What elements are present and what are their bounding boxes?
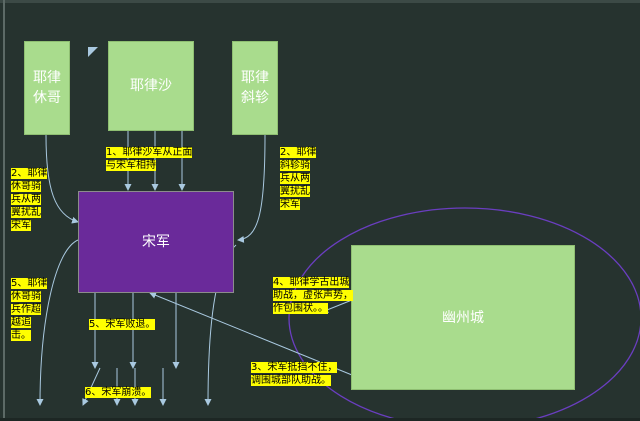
corner-triangle-icon — [88, 47, 98, 57]
arrow-xiuge-pursuit — [36, 239, 79, 406]
siege-ellipse — [288, 207, 640, 421]
annotation-2-xiezhen-flank: 2、耶律 斜轸骑 兵从两 翼扰乱 宋军 — [280, 147, 317, 210]
annotation-4-xuegu-sortie: 4、耶律学古出城 助战，虚张声势， 作包围状。。 — [273, 277, 353, 314]
yelv-sha-box: 耶律沙 — [108, 41, 194, 131]
arrow-xiezhen-flank — [237, 134, 266, 243]
yelv-xiuge-box: 耶律 休哥 — [24, 41, 70, 135]
youzhou-city-box: 幽州城 — [351, 245, 575, 390]
arrow-xiuge-flank — [45, 134, 79, 224]
annotation-3-siege-reinforce: 3、宋军抵挡不住， 调围城部队助战。 — [251, 362, 338, 386]
annotation-1-sha-front: 1、耶律沙军从正面 与宋军相持 — [106, 147, 193, 171]
yelv-xiezhen-box: 耶律 斜轸 — [232, 41, 278, 135]
window-bottom-edge — [0, 418, 640, 421]
annotation-5-song-retreat: 5、宋军败退。 — [89, 319, 156, 330]
annotation-6-song-collapse: 6、宋军崩溃。 — [85, 387, 152, 398]
window-top-edge — [0, 0, 640, 3]
annotation-5-xiuge-pursuit: 5、耶律 休哥骑 兵作超 越追 击。 — [11, 278, 48, 341]
annotation-2-xiuge-flank: 2、耶律 休哥骑 兵从两 翼扰乱 宋军 — [11, 168, 48, 231]
arrow-collapse-1 — [82, 367, 101, 406]
arrow-siege-reinforce — [149, 292, 353, 376]
song-army-box: 宋军 — [78, 191, 234, 293]
window-left-edge — [3, 0, 5, 421]
